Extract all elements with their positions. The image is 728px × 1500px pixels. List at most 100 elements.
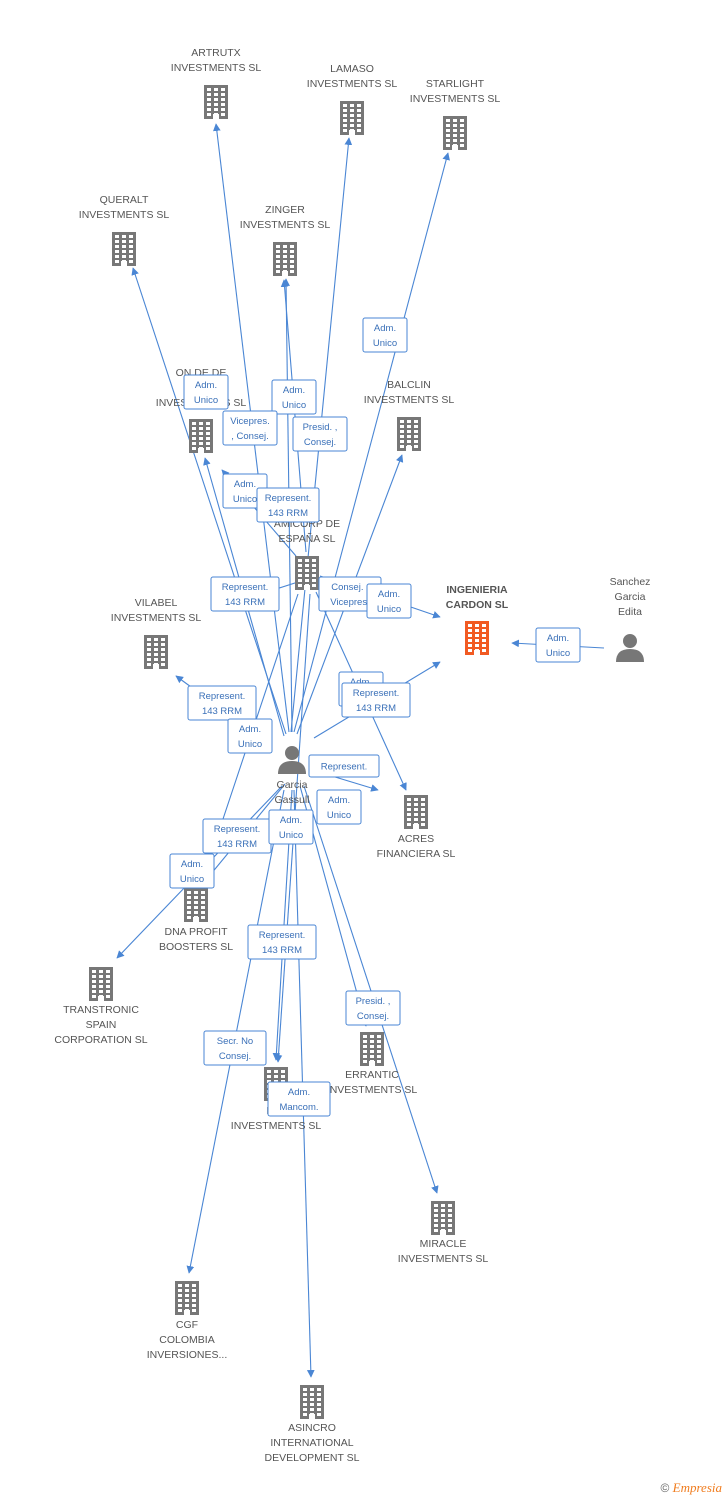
edge-label-box [271,379,317,415]
edge-garcia-to-queralt [131,267,287,735]
edge-label-box [247,924,317,960]
building-icon [404,795,428,829]
edge-label-ingenieria-represent[interactable]: Represent.143 RRM [341,682,411,718]
edge-label-ingenieria-admunico[interactable]: Adm.Unico [366,583,412,619]
node-label-line: DEVELOPMENT SL [265,1452,360,1464]
node-label-line: BOOSTERS SL [159,941,233,953]
edge-label-box [362,317,408,353]
edge-label-sanchez-admunico[interactable]: Adm. Unico [535,627,581,663]
edge-label-acres-represent[interactable]: Represent. [308,754,380,778]
copyright-icon: © [660,1481,670,1495]
edge-label-text: Represent. [321,762,367,773]
edge-label-box [203,1030,267,1066]
edge-label-text: Unico [279,830,303,841]
edge-label-text: Represent. [259,930,305,941]
edge-label-ondede-admunico-2[interactable]: Adm.Unico [222,473,268,509]
node-label-line: CGF [176,1319,198,1331]
node-label-line: DNA PROFIT [164,926,228,938]
building-icon [300,1385,324,1419]
node-dna[interactable]: DNA PROFIT BOOSTERS SL [159,888,233,953]
node-label-line: Sanchez [610,576,651,588]
building-icon [89,967,113,1001]
edge-label-box [183,374,229,410]
edge-label-text: Consej. [219,1051,251,1062]
edge-label-vicepres-consej[interactable]: Vicepres., Consej. [222,410,278,446]
edge-label-box [169,853,215,889]
edge-label-box [222,410,278,446]
building-icon [465,621,489,655]
edge-label-text: Adm. [547,633,569,644]
node-label-line: Garcia [277,779,308,791]
building-icon [443,116,467,150]
node-label-line: Garcia [615,591,646,603]
edge-label-box [256,487,320,523]
node-label-line: SPAIN [86,1019,117,1031]
edge-label-ondede-admunico[interactable]: Adm.Unico [183,374,229,410]
edge-label-zinger-admunico[interactable]: Adm.Unico [271,379,317,415]
edges-layer [116,123,605,1378]
edge-label-asincro-mancom[interactable]: Adm.Mancom. [267,1081,331,1117]
edge-label-vilabel-represent[interactable]: Represent.143 RRM [210,576,280,612]
edge-label-box [187,685,257,721]
edge-label-represent-143-top[interactable]: Represent.143 RRM [256,487,320,523]
building-icon [189,419,213,453]
building-icon [144,635,168,669]
node-label-line: CORPORATION SL [54,1034,147,1046]
building-icon [397,417,421,451]
node-label-line: INVESTMENTS SL [364,394,455,406]
edge-label-text: Adm. [374,323,396,334]
edge-label-text: 143 RRM [268,508,308,519]
edge-label-dna-admunico-b[interactable]: Adm.Unico [268,809,314,845]
edge-label-errantic-presid[interactable]: Presid. ,Consej. [345,990,401,1026]
edge-label-text: , Consej. [231,431,269,442]
node-label-line: INVESTMENTS SL [240,219,331,231]
edge-label-dna-represent[interactable]: Represent.143 RRM [202,818,272,854]
node-label-line: INVESTMENTS SL [231,1120,322,1132]
node-label-line: LAMASO [330,63,374,75]
edge-label-di-represent[interactable]: Represent. 143 RRM [247,924,317,960]
node-label-line: Edita [618,606,642,618]
node-label-line: QUERALT [100,194,149,206]
edge-label-text: 143 RRM [262,945,302,956]
building-icon [184,888,208,922]
node-label-line: INTERNATIONAL [270,1437,353,1449]
edge-label-text: Presid. , [303,422,338,433]
edge-label-text: Unico [546,648,570,659]
node-label-line: INVESTMENTS SL [171,62,262,74]
edge-label-consej-vicepres[interactable]: Consej. ,Vicepres. [318,576,382,612]
edge-label-box [341,682,411,718]
edge-label-text: 143 RRM [225,597,265,608]
edge-garcia-to-starlight [293,152,450,733]
edge-label-starlight-admunico[interactable]: Adm.Unico [362,317,408,353]
node-label-line: ESPAÑA SL [278,532,335,545]
node-label-line: ERRANTIC [345,1069,399,1081]
node-cgf[interactable]: CGFCOLOMBIAINVERSIONES... [147,1281,228,1361]
edge-label-presid-consej-top[interactable]: Presid. ,Consej. [292,416,348,452]
edge-label-garcia-admunico[interactable]: Adm.Unico [227,718,273,754]
edge-label-dna-admunico[interactable]: Adm.Unico [169,853,215,889]
edge-label-acres-admunico[interactable]: Adm.Unico [316,789,362,825]
edge-label-text: Represent. [353,688,399,699]
edge-label-box [345,990,401,1026]
brand-logo[interactable]: Empresia [672,1480,722,1495]
building-icon [431,1201,455,1235]
edge-label-vilabel-represent-2[interactable]: Represent.143 RRM [187,685,257,721]
